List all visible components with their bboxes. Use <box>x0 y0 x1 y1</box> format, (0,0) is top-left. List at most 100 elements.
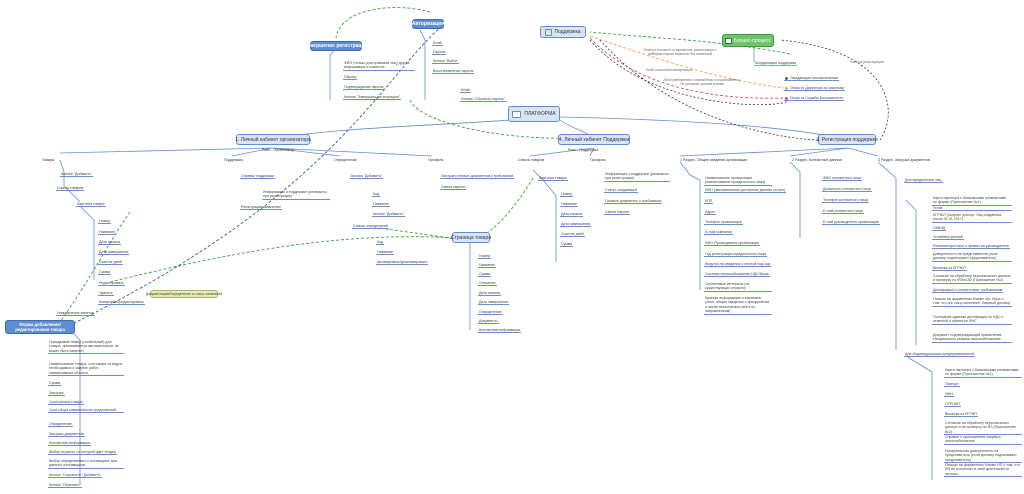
support-node[interactable]: Поддержка <box>540 26 586 38</box>
support-goods-card[interactable]: Карточка товара <box>538 176 568 182</box>
form-item: Контактная информация <box>48 441 92 447</box>
organizer-tasks-item2: Название <box>376 250 395 256</box>
form-item: Выбор определяемых о поставщике для данн… <box>48 459 124 469</box>
bp-leaf: Координация поддержки <box>754 61 798 67</box>
goods-page-item: Дата завершения <box>478 300 510 306</box>
support-profile-item: Статус ожидающих <box>604 188 639 194</box>
goods-page-item: Номер <box>478 254 492 260</box>
support-card-field: Участие дней <box>560 232 585 238</box>
organizer-profile-head: Профиль <box>428 158 444 162</box>
auth-node[interactable]: Авторизация <box>412 19 444 29</box>
reg-s1-item: Система налогообложения НДС/Иные <box>704 272 770 278</box>
reg-s1-item: КПП <box>704 199 714 205</box>
reg-s3-item2: Карта партнера с банковскими реквизитами… <box>944 368 1022 378</box>
auth-leaf: Email <box>432 41 443 47</box>
reg-s1-item: Краткая информация о компании (опыт, общ… <box>704 296 772 315</box>
organizer-add-button[interactable]: Кнопка "Добавить" <box>60 172 94 178</box>
support-card-field: Сумма <box>560 242 574 248</box>
organizer-notes: Направления заметок <box>56 311 95 317</box>
support-profile-item: Готовые документы о требовании <box>604 199 663 205</box>
support-profile-item: Информация о поддержке (реквизиты при ре… <box>604 172 670 182</box>
checkbox-icon <box>725 37 733 44</box>
organizer-card-field: Название <box>98 230 117 236</box>
organizer-card-field: Номер <box>98 219 112 225</box>
reg-s3-item: Доверенность на представителя (если дого… <box>932 252 1012 262</box>
reg-s2-item: E-mail руководителя организации <box>822 220 880 226</box>
status-dot-icon <box>785 76 788 80</box>
organizer-tasks-item2: Код <box>376 240 385 246</box>
reg-s2-item: Телефон контактного лица <box>822 198 869 204</box>
form-item: Срок сбора коммерческих предложений <box>48 408 124 414</box>
support-profile-head: Профиль <box>590 158 606 162</box>
reg-s3-item: ЕГРЮЛ (получен для юр. Лиц созданных пос… <box>932 213 1012 223</box>
regend-leaf: Подтверждение пароля <box>343 85 385 91</box>
organizer-support-item: Регистрация заявлении <box>240 205 282 211</box>
reg-s3-item2: Согласие на обработку персональных данны… <box>944 421 1022 436</box>
form-save-button[interactable]: Кнопка "Сохранить / Добавить" <box>48 473 102 479</box>
organizer-goods-card[interactable]: Карточка товара <box>76 202 106 208</box>
goods-page-node[interactable]: Страница товара <box>451 232 491 243</box>
organizer-tasks-item[interactable]: Кнопка "Добавить" <box>372 212 406 218</box>
screen-icon <box>512 110 522 118</box>
support-card-field: Дата начала <box>560 212 583 218</box>
reg-s1-item: Год регистрации юридического лица <box>704 252 768 258</box>
reg-s1-item: Наименование организации (наименование ю… <box>704 176 772 186</box>
goods-page-item: Определение <box>478 310 503 316</box>
organizer-tasks-list[interactable]: Список определений <box>352 224 389 230</box>
support-label: Поддержка <box>554 29 581 35</box>
reg-s3-item: Последняя сданная декларация по НДС с от… <box>932 315 1012 325</box>
goods-page-item: Описание <box>478 281 497 287</box>
form-item: Загрузка документов <box>48 432 85 438</box>
note-3: Email уведомления о нахождении в сопрово… <box>663 78 741 86</box>
branch-registration[interactable]: 3. Регистрация поддержки <box>816 134 878 145</box>
reg-s3-item2: ОГРНИП <box>944 402 961 408</box>
goods-page-item: Название <box>478 263 497 269</box>
organizer-edit-link[interactable]: Редактировать <box>98 281 125 287</box>
branch-organizer[interactable]: 1. Личный кабинет организатора <box>235 134 311 145</box>
organizer-goods-list[interactable]: Список товаров <box>56 186 85 192</box>
organizer-support-item: Справки поддержки <box>240 174 276 180</box>
form-item: Выбор отрасли, по которой идет тендер <box>48 450 117 456</box>
reg-s3-item: Письмо на фирменном бланке орг. Лица о т… <box>932 297 1012 307</box>
reg-section2-head: 2 Раздел. Контактные данные <box>792 158 843 162</box>
organizer-copy-link[interactable]: Копировать/редактировать <box>98 300 145 306</box>
reg-s3-item2: Справка о приложениях лицевых налогообло… <box>944 435 1022 445</box>
organizer-goods-head: Товары <box>42 158 55 162</box>
regend-leaf: Пароль <box>343 75 358 81</box>
status-item: Ожидающие положительные <box>784 76 840 82</box>
status-item: Отказ от Службы Безопасности <box>784 96 844 102</box>
organizer-card-field: Сумма <box>98 270 112 276</box>
reg-s3-item: Согласие на обработку персональных данны… <box>932 274 1012 284</box>
note-2: Email ссылка для авторизации <box>646 68 693 72</box>
bp-label: Бизнес-процесс <box>734 37 771 44</box>
lock-icon <box>545 28 553 36</box>
reg-s3-sub1: Для юридических лиц <box>904 178 943 184</box>
form-item: Сумма <box>48 381 62 387</box>
organizer-profile-item[interactable]: Смена пароля <box>440 185 466 191</box>
regend-leaf: ФИО (только для правовой лиц) другие инф… <box>343 61 415 71</box>
documentation-node[interactable]: Документация/Определение и статус заявле… <box>145 290 223 298</box>
auth-leaf: Email <box>460 88 471 94</box>
auth-label: Авторизация <box>411 21 445 27</box>
reg-s3-item2: Паспорт <box>944 382 960 388</box>
support-profile-item[interactable]: Смена пароля <box>604 210 630 216</box>
goods-form-node[interactable]: Форма добавления/редактирования товара <box>5 320 75 334</box>
branch-support[interactable]: 4. Личный кабинет Поддержки <box>558 134 630 145</box>
form-cancel-button[interactable]: Кнопка "Отменить" <box>48 483 82 489</box>
reg-s3-item2: Нотариальная доверенность на представите… <box>944 449 1022 464</box>
organizer-card-field: Дата начала <box>98 240 121 246</box>
organizer-tasks-item2[interactable]: Активировать/деактивировать <box>376 260 429 266</box>
support-card-field: Название <box>560 202 579 208</box>
regend-node[interactable]: Завершение регистрации <box>304 41 368 51</box>
organizer-tasks-item: Код <box>372 192 381 198</box>
organizer-delete-link[interactable]: Удалить <box>98 291 114 297</box>
reg-s1-item: Отраслевые Интересы (из существующих отр… <box>704 282 772 292</box>
bp-node[interactable]: Бизнес-процесс <box>722 34 774 47</box>
organizer-tasks-add[interactable]: Кнопка "Добавить" <box>350 174 384 180</box>
root-node[interactable]: ПЛАТФОРМА <box>508 106 560 122</box>
form-item: Загрузка <box>48 391 65 397</box>
reg-s2-item: ФИО контактного лица <box>822 176 862 182</box>
reg-s1-item: ИНН (автоматически доступные данные по и… <box>704 188 787 194</box>
goods-page-item: Дата начала <box>478 291 501 297</box>
